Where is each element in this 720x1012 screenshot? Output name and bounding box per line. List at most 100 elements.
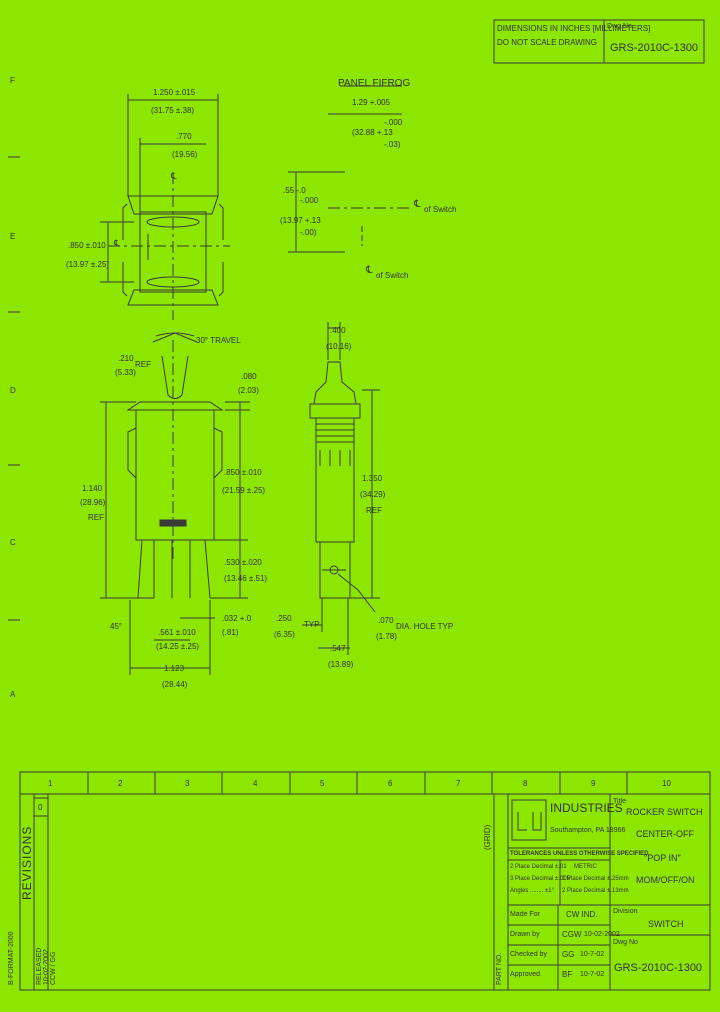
title-line-3: "POP IN" (644, 853, 681, 863)
zone-num-9: 9 (591, 779, 596, 788)
zone-letter-e: E (10, 232, 16, 241)
panel-title: PANEL FIFROG (338, 78, 411, 89)
end-d4-mm: (13.89) (328, 660, 354, 669)
rev-box-value: 0 (38, 803, 43, 812)
drawn-by-label: Drawn by (510, 931, 540, 938)
end-ref: REF (366, 506, 382, 515)
top-inner-in: .770 (176, 132, 192, 141)
side-d4-mm: (21.59 ±.25) (222, 486, 266, 495)
panel-h-mm: (13.97 +.13 (280, 216, 321, 225)
end-hole-mm: (1.78) (376, 632, 397, 641)
zone-num-3: 3 (185, 779, 190, 788)
zone-num-4: 4 (253, 779, 258, 788)
checked-by-value: GG (562, 950, 575, 959)
side-d2-mm: (2.03) (238, 386, 259, 395)
top-overall-mm: (31.75 ±.38) (151, 106, 195, 115)
company-name: INDUSTRIES (550, 801, 623, 815)
zone-num-1: 1 (48, 779, 53, 788)
side-d6-in: .032 +.0 (222, 614, 252, 623)
panel-w-mm: (32.88 +.13 (352, 128, 393, 137)
top-inner-mm: (19.56) (172, 150, 198, 159)
side-d3-mm: (28.96) (80, 498, 106, 507)
dwg-no-header: GRS-2010C-1300 (610, 42, 699, 54)
side-d5-in: .530 ±.020 (224, 558, 262, 567)
dwg-no-label-tb: Dwg No (613, 939, 638, 946)
cl-label-2: of Switch (376, 271, 409, 280)
top-h-in: .850 ±.010 (68, 241, 106, 250)
approved-value: BF (562, 970, 573, 979)
zone-letter-c: C (10, 538, 16, 547)
rev-released: RELEASED (36, 947, 43, 985)
side-angle: 30° TRAVEL (196, 336, 241, 345)
checked-date: 10-7-02 (580, 951, 605, 958)
end-d1-mm: (10.16) (326, 342, 352, 351)
cl-icon-top-h: ℄ (114, 238, 120, 248)
dwg-no-label: Dwg No (607, 23, 632, 30)
cl-icon-top: ℄ (171, 171, 177, 181)
approved-date: 10-7-02 (580, 971, 605, 978)
grid-label: (GRID) (483, 824, 492, 850)
tol-dec2: 2 Place Decimal ±.01 (510, 864, 567, 870)
side-d7-in: .561 ±.010 (158, 628, 196, 637)
end-d3-in: .250 (276, 614, 292, 623)
side-ref1: REF (135, 360, 151, 369)
panel-w-tol: -.000 (384, 118, 403, 127)
rev-by: CCW / GG (50, 951, 57, 985)
side-d5-mm: (13.46 ±.51) (224, 574, 268, 583)
panel-h-in2: -.000 (300, 196, 319, 205)
side-d8-mm: (28.44) (162, 680, 188, 689)
end-d2-in: 1.350 (362, 474, 383, 483)
zone-num-2: 2 (118, 779, 123, 788)
side-d2-in: .080 (241, 372, 257, 381)
tol-angles: Angles ........ ±1° (510, 888, 555, 894)
header-box (493, 19, 705, 64)
end-hole-in: .070 (378, 616, 394, 625)
tolerance-title: TOLERANCES UNLESS OTHERWISE SPECIFIED (510, 851, 649, 857)
drawn-by-value: CGW (562, 930, 582, 939)
company-city: Southampton, PA 18966 (550, 827, 626, 834)
division-value: SWITCH (648, 919, 684, 929)
title-line-4: MOM/OFF/ON (636, 875, 695, 885)
rev-format: B-FORMAT-2000 (8, 931, 15, 985)
title-line-2: CENTER-OFF (636, 829, 694, 839)
zone-letter-a: A (10, 690, 16, 699)
side-d4-in: .850 ±.010 (224, 468, 262, 477)
panel-w-mm2: -.03) (384, 140, 401, 149)
top-overall-in: 1.250 ±.015 (153, 88, 196, 97)
dwg-no-tb: GRS-2010C-1300 (614, 962, 703, 974)
division-label: Division (613, 908, 638, 915)
cl-icon-2: ℄ (366, 265, 373, 276)
tol-m1: 1 Place Decimal ±.25mm (562, 876, 629, 882)
end-d3-mm: (6.35) (274, 630, 295, 639)
approved-label: Approved (510, 971, 540, 978)
cl-icon-1: ℄ (414, 199, 421, 210)
side-angle2: 45° (110, 622, 123, 631)
side-d8-in: 1.123 (164, 664, 185, 673)
zone-bar (19, 771, 711, 795)
side-d3-in: 1.140 (82, 484, 103, 493)
panel-w-in: 1.29 +.005 (352, 98, 391, 107)
panel-h-in: .55 -.0 (283, 186, 306, 195)
side-d6-mm: (.81) (222, 628, 239, 637)
zone-num-8: 8 (523, 779, 528, 788)
zone-letter-f: F (10, 76, 15, 85)
zone-letter-d: D (10, 386, 16, 395)
checked-by-label: Checked by (510, 951, 547, 958)
end-d1-in: .400 (330, 326, 346, 335)
zone-num-5: 5 (320, 779, 325, 788)
drawn-date: 10-02-2002 (584, 931, 620, 938)
zone-num-10: 10 (662, 779, 671, 788)
rev-date: 10-02-2002 (43, 949, 50, 985)
made-for-value: CW IND. (566, 910, 598, 919)
title-line-1: ROCKER SWITCH (626, 807, 703, 817)
cl-label-1: of Switch (424, 205, 457, 214)
top-h-mm: (13.97 ±.25) (66, 260, 110, 269)
end-d2-mm: (34.29) (360, 490, 386, 499)
end-d4-in: .547 (330, 644, 346, 653)
side-d7-mm: (14.25 ±.25) (156, 642, 200, 651)
tol-m2: 2 Place Decimal ±.13mm (562, 888, 629, 894)
tol-metric: METRIC (574, 864, 597, 870)
side-d1-mm: (5.33) (115, 368, 136, 377)
notes-line-1: DIMENSIONS IN INCHES [MILLIMETERS] (497, 24, 651, 33)
